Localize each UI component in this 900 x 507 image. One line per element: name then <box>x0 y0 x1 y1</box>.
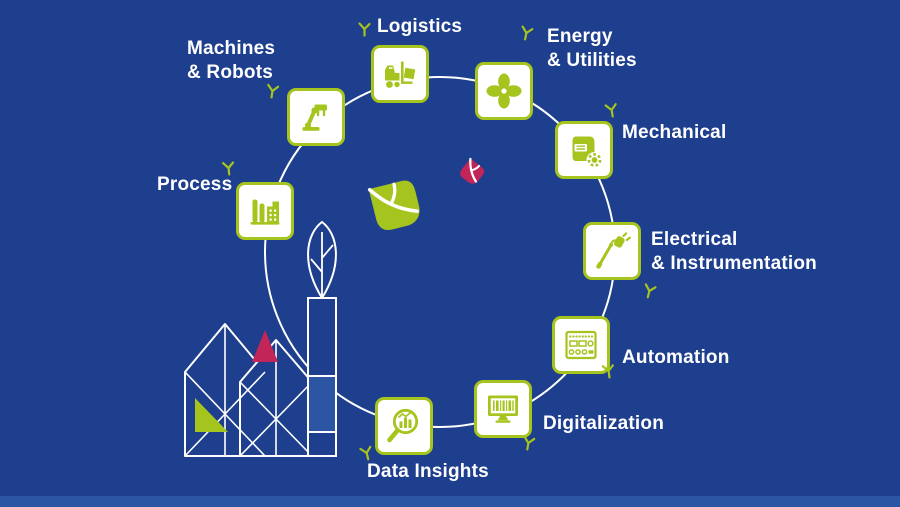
node-logistics <box>371 45 429 103</box>
sprout-icon <box>601 364 614 379</box>
label-text: Mechanical <box>622 122 727 143</box>
control-panel-icon <box>565 330 597 360</box>
welding-helmet-gear-icon <box>572 136 603 168</box>
node-machines-robots <box>287 88 345 146</box>
bottom-accent-bar <box>0 496 900 507</box>
label-logistics: Logistics <box>377 15 462 39</box>
sprout-icon <box>604 103 617 118</box>
label-text: Process <box>157 174 233 195</box>
forklift-icon <box>385 61 416 88</box>
node-energy-utilities <box>475 62 533 120</box>
robot-arm-icon <box>302 104 327 131</box>
label-text: Automation <box>622 347 730 368</box>
node-data-insights <box>375 397 433 455</box>
leaf-logo-icon <box>367 180 420 230</box>
label-text: & Robots <box>187 62 274 83</box>
node-process <box>236 182 294 240</box>
node-automation <box>552 316 610 374</box>
sprout-icon <box>358 22 371 37</box>
plug-probe-icon <box>596 232 631 269</box>
node-electrical-instrumentation <box>583 222 641 280</box>
label-process: Process <box>157 173 232 197</box>
sprout-icon <box>644 283 657 299</box>
magnifier-chart-icon <box>387 408 419 443</box>
label-text: Machines <box>187 38 276 59</box>
factory-plant-illustration <box>184 220 337 457</box>
label-mechanical: Mechanical <box>622 121 726 145</box>
label-electrical-instrumentation: Electrical & Instrumentation <box>651 228 817 276</box>
sprout-icon <box>359 445 372 461</box>
leaf-diamond-badge-icon <box>460 157 485 184</box>
label-machines-robots: Machines & Robots <box>187 37 275 85</box>
barcode-monitor-icon <box>488 395 518 423</box>
sprout-icon <box>267 83 280 99</box>
label-automation: Automation <box>622 346 730 370</box>
label-text: Data Insights <box>367 461 489 482</box>
label-text: Electrical <box>651 229 738 250</box>
label-text: & Utilities <box>547 50 637 71</box>
node-mechanical <box>555 121 613 179</box>
process-plant-icon <box>250 199 280 225</box>
label-text: & Instrumentation <box>651 253 817 274</box>
node-digitalization <box>474 380 532 438</box>
sprout-icon <box>523 435 536 451</box>
leaf-logo <box>357 169 433 241</box>
leaf-diamond-badge <box>454 154 490 190</box>
sprout-icon <box>221 161 235 176</box>
label-energy-utilities: Energy & Utilities <box>547 25 637 73</box>
label-text: Energy <box>547 26 613 47</box>
label-text: Digitalization <box>543 413 665 434</box>
label-data-insights: Data Insights <box>367 460 489 484</box>
label-text: Logistics <box>377 16 463 37</box>
fan-icon <box>486 73 522 109</box>
label-digitalization: Digitalization <box>543 412 664 436</box>
sprout-icon <box>521 25 534 41</box>
